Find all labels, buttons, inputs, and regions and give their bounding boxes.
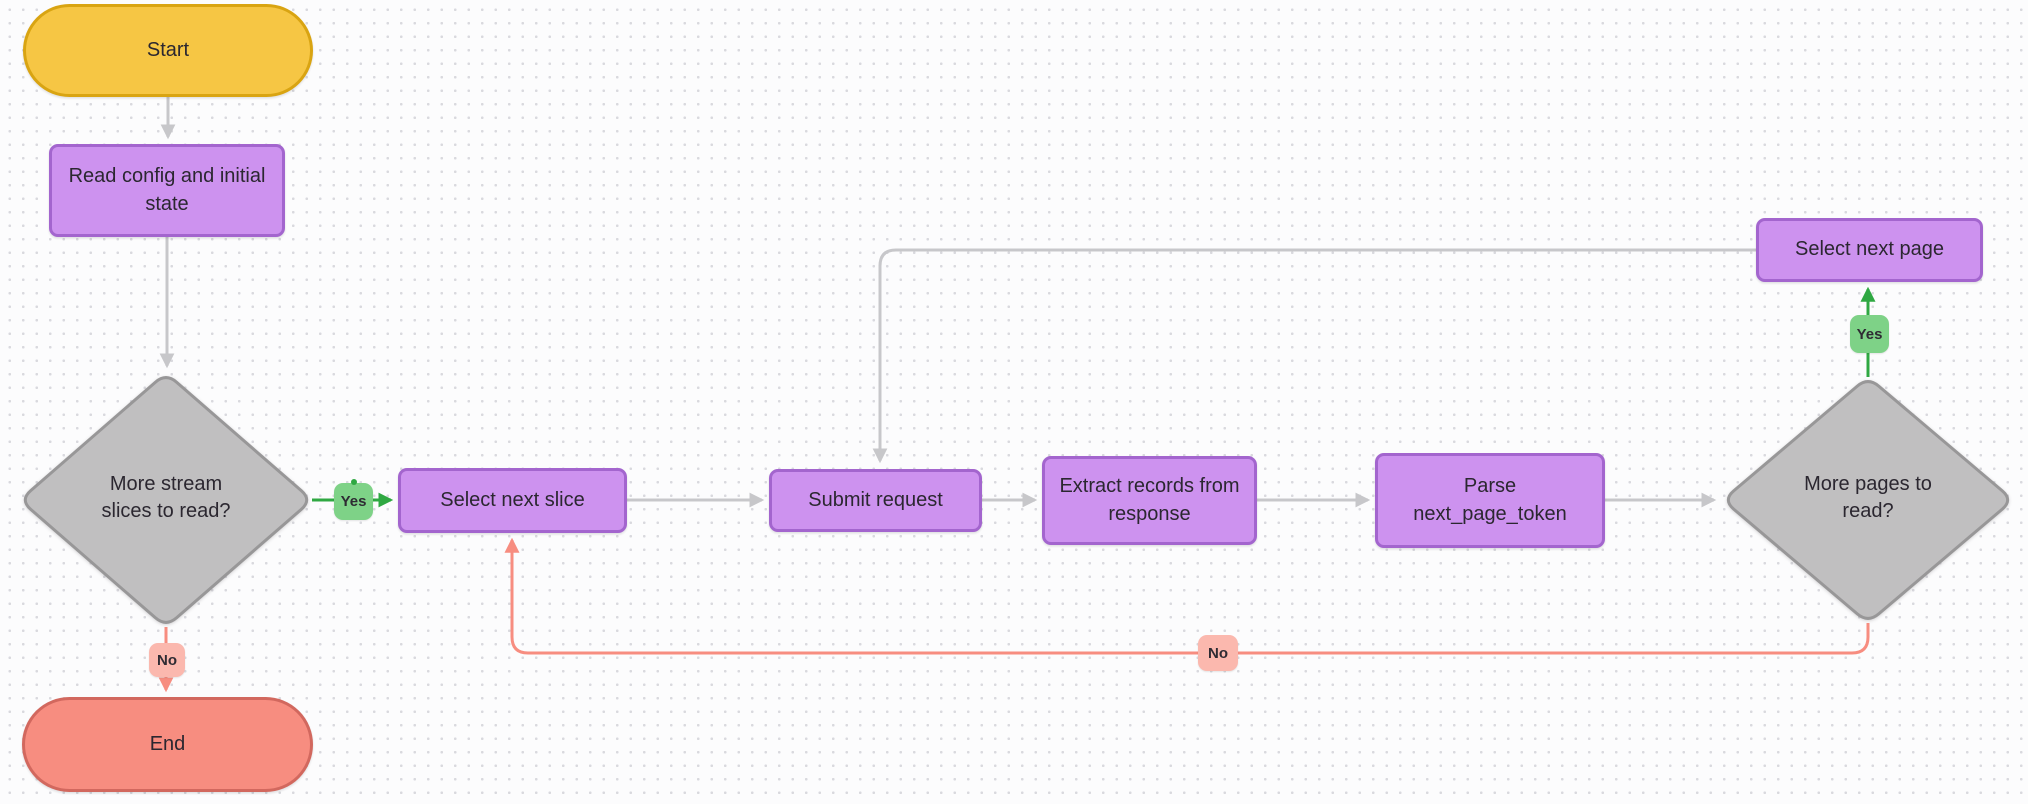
node-label: Start	[146, 38, 190, 61]
node-label: Submit request	[808, 488, 943, 511]
edge-label-text: Yes	[340, 493, 367, 510]
node-label: Select next page	[1795, 238, 1944, 261]
edge-label-yes-pages[interactable]: Yes	[1850, 315, 1889, 353]
node-more-pages-diamond[interactable]	[1726, 380, 2010, 620]
edge-label-text: No	[1208, 644, 1228, 662]
node-parse-next-page-token[interactable]: Parse next_page_token	[1375, 453, 1605, 548]
anchor-dot	[350, 479, 357, 485]
edge-label-text: Yes	[1856, 325, 1883, 343]
node-extract-records[interactable]: Extract records from response	[1042, 456, 1257, 545]
edge-label-text: No	[157, 651, 177, 669]
node-submit-request[interactable]: Submit request	[769, 469, 982, 532]
edge-select-next-page-to-submit-request[interactable]	[872, 248, 1756, 464]
node-label: End	[149, 732, 186, 755]
node-more-stream-slices-diamond[interactable]	[23, 376, 309, 624]
edge-label-yes-slices[interactable]: Yes	[334, 479, 373, 520]
node-select-next-slice[interactable]: Select next slice	[398, 468, 627, 533]
node-more-stream-slices-label: More stream slices to read?	[101, 473, 231, 522]
node-read-config[interactable]: Read config and initial state	[49, 144, 285, 237]
edge-label-no-slices[interactable]: No	[149, 643, 185, 677]
edge-more-pages-no-to-select-next-slice[interactable]	[504, 537, 1870, 655]
node-more-pages-label: More pages to read?	[1804, 473, 1932, 522]
node-start[interactable]: Start	[23, 4, 313, 97]
node-label: Parse next_page_token	[1413, 474, 1567, 525]
node-select-next-page[interactable]: Select next page	[1756, 218, 1983, 282]
node-end[interactable]: End	[22, 697, 313, 792]
node-label: Select next slice	[440, 488, 585, 511]
node-label: Read config and initial state	[68, 164, 266, 215]
edge-label-no-pages[interactable]: No	[1198, 635, 1238, 671]
node-label: Extract records from response	[1059, 474, 1240, 525]
